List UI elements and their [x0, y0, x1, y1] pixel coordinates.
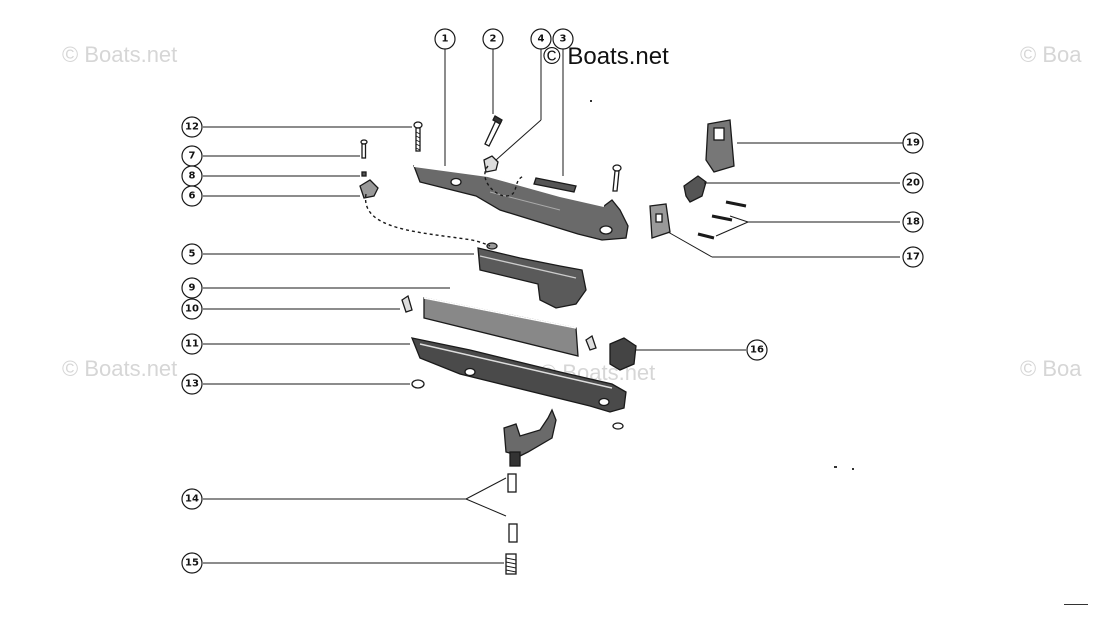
part-1-bracket: [413, 165, 629, 241]
scan-specks: [590, 100, 1088, 605]
part-20-clip: [683, 175, 707, 203]
watermark-mid-right: © Boa: [1020, 356, 1082, 381]
callout-12-circle[interactable]: [181, 116, 203, 138]
callout-18: 18: [906, 217, 920, 228]
callout-14-circle[interactable]: [181, 488, 203, 510]
callout-5-circle[interactable]: [181, 243, 203, 265]
callout-15: 15: [185, 558, 199, 569]
callout-16-circle[interactable]: [746, 339, 768, 361]
part-screw-small: [612, 164, 622, 192]
watermark-mid-left: © Boats.net: [62, 356, 177, 381]
callout-11: 11: [185, 339, 199, 350]
callout-2-circle[interactable]: [482, 28, 504, 50]
part-10-pin: [401, 294, 413, 313]
callout-19: 19: [906, 138, 920, 149]
leader-lines: [203, 49, 903, 564]
callout-10: 10: [185, 304, 199, 315]
part-11-rail: [410, 337, 627, 413]
part-7-screw: [360, 139, 368, 159]
part-spacer: [585, 334, 597, 351]
callout-2: 2: [490, 34, 497, 45]
callout-17: 17: [906, 252, 920, 263]
callout-19-circle[interactable]: [902, 132, 924, 154]
assembly-paths: [365, 165, 525, 247]
part-19-plate: [705, 119, 735, 173]
callout-6-circle[interactable]: [181, 185, 203, 207]
callout-17-circle[interactable]: [902, 246, 924, 268]
callout-20-circle[interactable]: [902, 172, 924, 194]
part-3-rod: [533, 177, 577, 193]
part-16-bumper: [609, 337, 637, 371]
part-4-clip: [483, 155, 499, 173]
callout-16: 16: [750, 345, 764, 356]
callout-4: 4: [538, 34, 545, 45]
callout-7: 7: [189, 151, 196, 162]
callout-8: 8: [189, 171, 196, 182]
callout-10-circle[interactable]: [181, 298, 203, 320]
callout-14: 14: [185, 494, 199, 505]
callout-13: 13: [185, 379, 199, 390]
part-9-bar: [423, 297, 579, 357]
part-17-plate: [649, 203, 671, 239]
part-5-slide: [477, 242, 587, 309]
watermark-top-left: © Boats.net: [62, 42, 177, 67]
part-12-screw: [413, 121, 423, 152]
callout-20: 20: [906, 178, 920, 189]
callout-15-circle[interactable]: [181, 552, 203, 574]
part-14-pin-a: [507, 473, 517, 493]
part-2-bolt: [484, 115, 503, 147]
part-washer-right: [612, 422, 624, 430]
watermark-top-right: © Boa: [1020, 42, 1082, 67]
callout-1-circle[interactable]: [434, 28, 456, 50]
part-18-pins: [697, 200, 747, 240]
part-13-washer: [411, 379, 425, 389]
callout-18-circle[interactable]: [902, 211, 924, 233]
callout-3: 3: [560, 34, 567, 45]
callout-9-circle[interactable]: [181, 277, 203, 299]
callout-4-circle[interactable]: [530, 28, 552, 50]
part-shift-fork: [503, 408, 557, 467]
part-8-nut: [361, 171, 367, 177]
callout-9: 9: [189, 283, 196, 294]
callout-6: 6: [189, 191, 196, 202]
part-15-spring: [505, 553, 517, 575]
callout-1: 1: [442, 34, 449, 45]
part-14-pin-b: [508, 523, 518, 543]
callout-circles: [181, 28, 924, 574]
callout-12: 12: [185, 122, 199, 133]
callout-3-circle[interactable]: [552, 28, 574, 50]
callout-5: 5: [189, 249, 196, 260]
callout-11-circle[interactable]: [181, 333, 203, 355]
callout-13-circle[interactable]: [181, 373, 203, 395]
part-6-block: [359, 179, 379, 199]
